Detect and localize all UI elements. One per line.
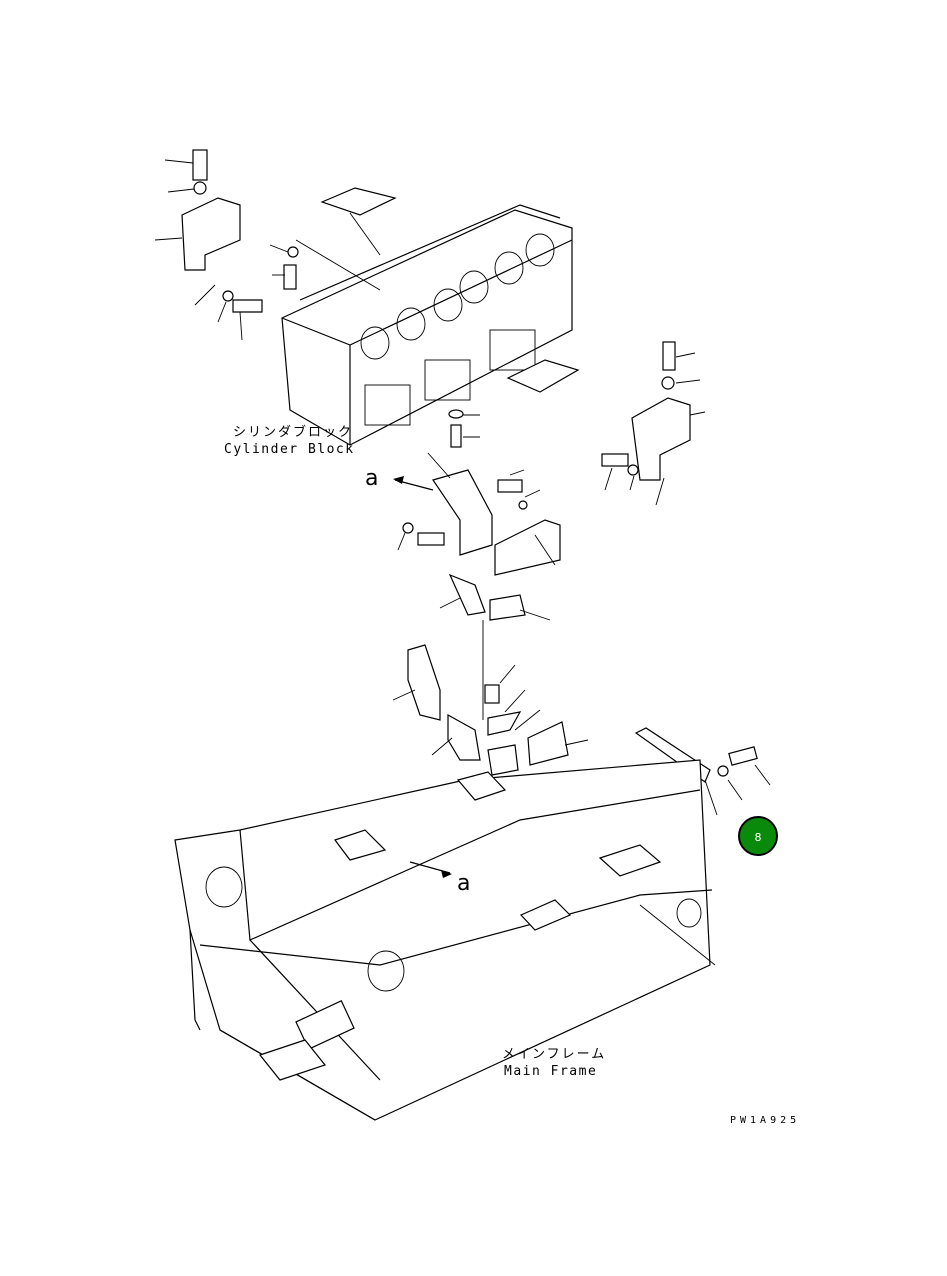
view-ref-a-top: a [365, 466, 378, 491]
left-bracket-assembly [154, 149, 381, 341]
view-ref-a-bottom: a [457, 871, 470, 896]
view-arrowhead-2 [441, 870, 452, 878]
page-badge: 8 [738, 816, 778, 856]
cylinder-block-drawing [281, 204, 573, 446]
view-arrowhead-1 [393, 476, 404, 484]
main-frame-drawing [174, 759, 716, 1121]
main-frame-label-en: Main Frame [504, 1064, 597, 1079]
cylinder-block-label-en: Cylinder Block [224, 442, 355, 457]
page-badge-number: 8 [755, 831, 762, 844]
main-frame-label-jp: メインフレーム [502, 1047, 606, 1062]
side-cover-plate [506, 359, 580, 393]
mount-parts-stack [392, 409, 589, 776]
drawing-code: PW1A925 [730, 1115, 800, 1126]
right-bracket-assembly [601, 341, 706, 506]
cylinder-block-label-jp: シリンダブロック [233, 424, 353, 440]
top-cover-plate [320, 187, 397, 216]
